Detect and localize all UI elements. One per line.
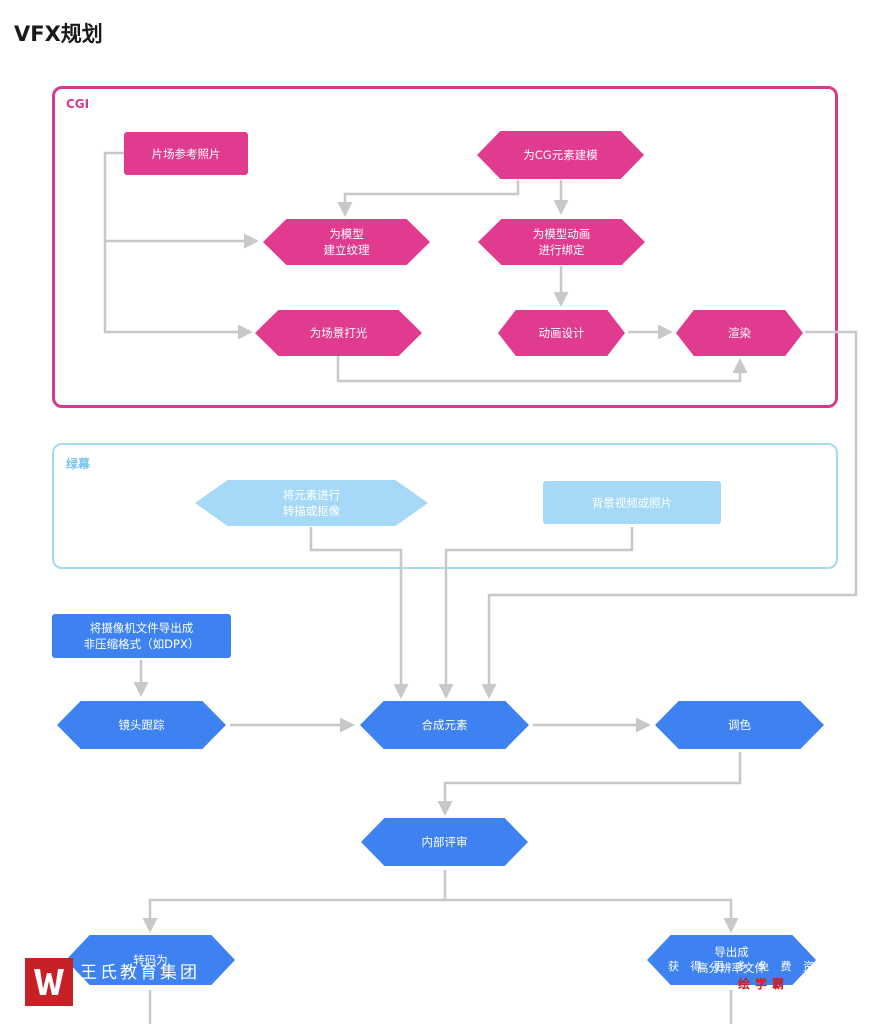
arrow-render-to-comp: [481, 330, 858, 699]
node-render: 渲染: [676, 310, 803, 356]
arrow-review-split: [142, 870, 447, 933]
arrow-bg-to-comp: [438, 527, 634, 699]
node-export-high-res: 导出成 高分辨率文件: [647, 935, 816, 985]
watermark-site-name: 绘学霸: [738, 977, 790, 991]
arrow-light-to-render: [336, 356, 748, 383]
node-transcode: 转码为: [66, 935, 235, 985]
watermark-w-icon: [34, 969, 64, 995]
node-cg-modeling: 为CG元素建模: [477, 131, 644, 179]
arrow-model-to-texture: [337, 180, 520, 217]
cgi-panel: [52, 86, 838, 408]
arrow-key-to-comp: [309, 527, 409, 699]
node-color-grading: 调色: [655, 701, 824, 749]
node-camera-tracking: 镜头跟踪: [57, 701, 226, 749]
node-export-camera-file: 将摄像机文件导出成 非压缩格式（如DPX）: [52, 614, 231, 658]
cgi-panel-label: CGI: [66, 97, 90, 111]
arrow-review-to-export: [445, 898, 739, 933]
arrow-photo-to-light: [103, 241, 253, 340]
node-background-footage: 背景视频或照片: [543, 481, 721, 524]
watermark-promo-text: 获 得 更 多 免 费 资: [668, 960, 818, 973]
watermark-logo: [25, 958, 73, 1006]
page-title: VFX规划: [14, 22, 103, 46]
node-keying: 将元素进行 转描或抠像: [195, 480, 428, 526]
node-animation: 动画设计: [498, 310, 625, 356]
node-compositing: 合成元素: [360, 701, 529, 749]
node-set-reference-photo: 片场参考照片: [124, 132, 248, 175]
watermark-brand: 王氏教育集团: [80, 963, 200, 983]
arrow-grade-to-review: [437, 752, 742, 816]
node-rigging: 为模型动画 进行绑定: [478, 219, 645, 265]
node-lighting: 为场景打光: [255, 310, 422, 356]
arrow-photo-to-texture: [103, 151, 259, 249]
green-screen-panel-label: 绿幕: [66, 457, 91, 471]
node-texture: 为模型 建立纹理: [263, 219, 430, 265]
node-internal-review: 内部评审: [361, 818, 528, 866]
